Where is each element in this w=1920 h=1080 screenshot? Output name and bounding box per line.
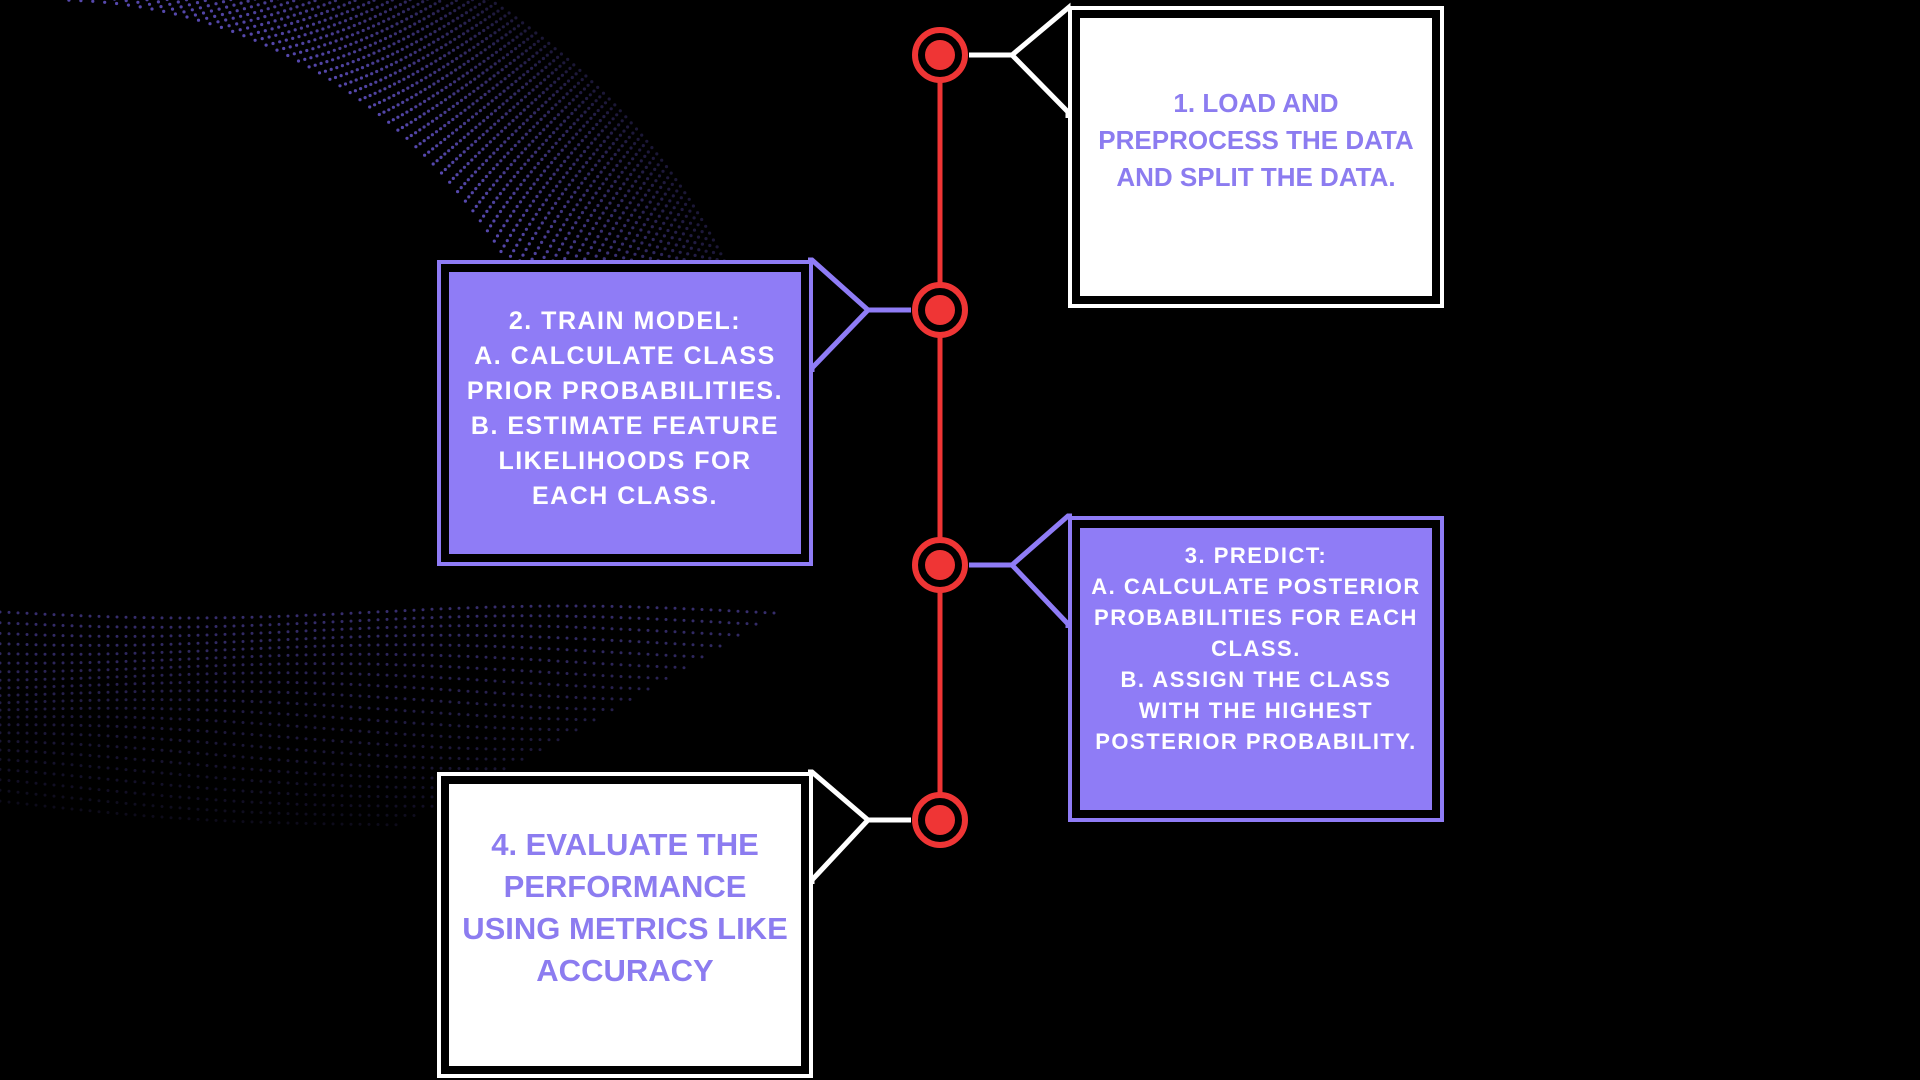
step-2-connector-lower (809, 308, 870, 372)
step-1-connector-lower (1010, 53, 1071, 118)
step-3-connector (969, 513, 1072, 568)
timeline-node-4 (912, 792, 968, 848)
step-2-connector (808, 257, 911, 313)
step-1-connector (969, 2, 1071, 58)
step-4-connector (808, 769, 911, 823)
step-2-text: 2. TRAIN MODEL: A. CALCULATE CLASS PRIOR… (466, 307, 784, 510)
timeline-node-1 (912, 27, 968, 83)
timeline-node-3 (912, 537, 968, 593)
step-3-connector-lower (1010, 563, 1071, 628)
step-4-box: 4. EVALUATE THE PERFORMANCE USING METRIC… (437, 772, 813, 1078)
step-4-text: 4. EVALUATE THE PERFORMANCE USING METRIC… (462, 827, 788, 988)
step-3-box: 3. PREDICT: A. CALCULATE POSTERIOR PROBA… (1068, 516, 1444, 822)
step-1-text: 1. LOAD AND PREPROCESS THE DATA AND SPLI… (1098, 87, 1414, 192)
step-1-box: 1. LOAD AND PREPROCESS THE DATA AND SPLI… (1068, 6, 1444, 308)
step-4-connector-lower (809, 818, 870, 884)
step-2-box: 2. TRAIN MODEL: A. CALCULATE CLASS PRIOR… (437, 260, 813, 566)
step-3-text: 3. PREDICT: A. CALCULATE POSTERIOR PROBA… (1091, 542, 1421, 754)
timeline-node-2 (912, 282, 968, 338)
